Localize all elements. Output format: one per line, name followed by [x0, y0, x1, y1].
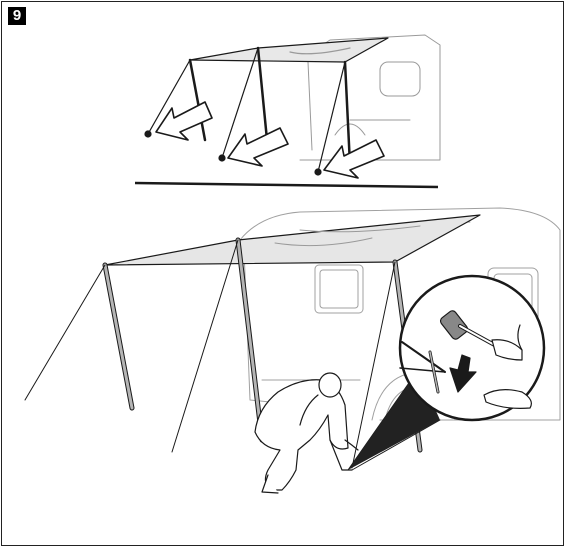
top-diagram — [145, 35, 440, 178]
main-diagram — [25, 208, 560, 493]
kneeling-person — [255, 373, 358, 493]
top-pole-left — [190, 60, 205, 140]
top-awning-canvas — [190, 38, 388, 62]
diagram-divider — [135, 183, 438, 187]
main-awning-canvas — [105, 215, 480, 265]
top-pole-right — [345, 62, 350, 165]
